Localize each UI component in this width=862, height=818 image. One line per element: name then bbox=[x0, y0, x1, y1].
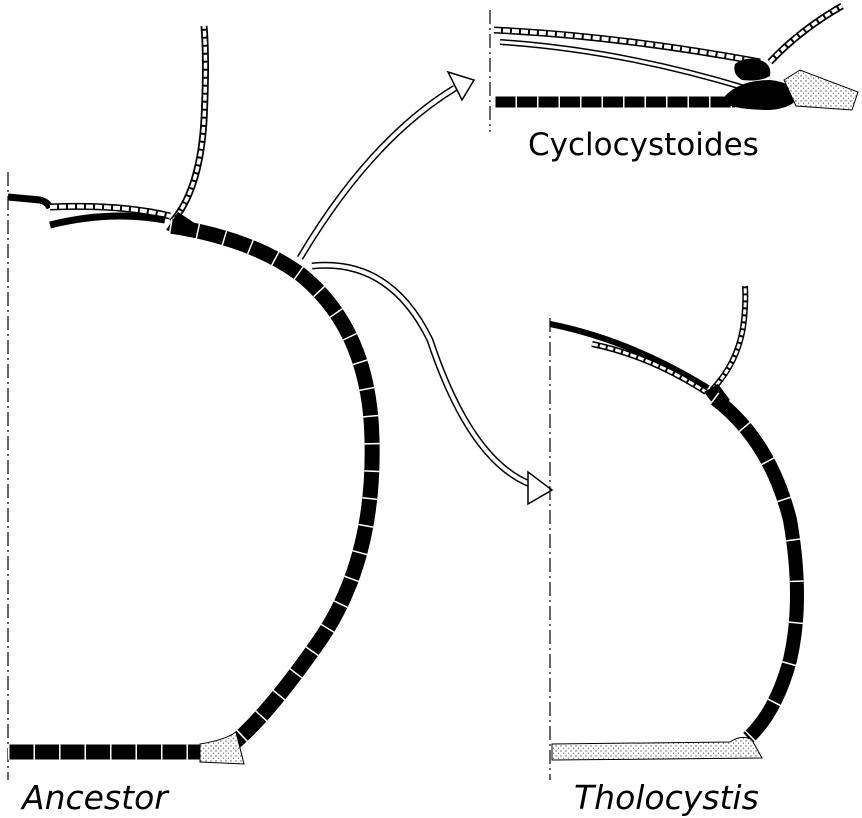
tholocystis-figure bbox=[550, 286, 797, 780]
cyclocystoides-label: Cyclocystoides bbox=[528, 130, 759, 161]
tholocystis-label: Tholocystis bbox=[574, 781, 759, 814]
ancestor-figure bbox=[8, 26, 372, 780]
ancestor-label: Ancestor bbox=[22, 781, 168, 814]
cyclocystoides-figure bbox=[490, 6, 858, 132]
ancestor-body-wall bbox=[170, 226, 372, 742]
arrow-to-cyclocystoides bbox=[300, 72, 474, 258]
ancestor-upper-plate bbox=[8, 197, 50, 208]
ancestor-stipple bbox=[200, 732, 244, 764]
arrow-to-tholocystis bbox=[312, 265, 552, 504]
